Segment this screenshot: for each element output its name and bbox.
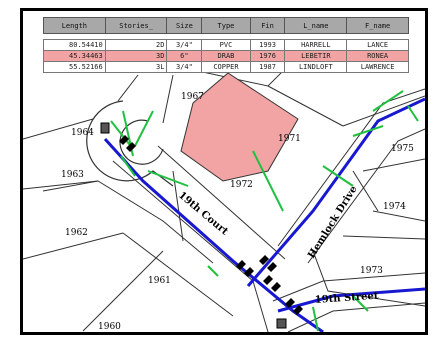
column-header-f-name[interactable]: F_name	[346, 17, 409, 34]
column-header-type[interactable]: Type	[201, 17, 251, 34]
street-edges	[112, 88, 425, 332]
parcel-1974-label: 1974	[383, 202, 406, 212]
parcel-1963-label: 1963	[61, 170, 84, 180]
parcel-1961-label: 1961	[148, 276, 171, 286]
street-label-hemlock-drive: Hemlock Drive	[306, 184, 359, 260]
map-window: 1967 1964 1963 1962 1961 1960 1971 1972 …	[20, 8, 428, 335]
parcel-1967-label: 1967	[181, 92, 204, 102]
column-header-fin[interactable]: Fin	[249, 17, 286, 34]
parcel-1971-label: 1971	[278, 134, 301, 144]
table-row[interactable]: 55.52166 3L 3/4" COPPER 1987 LINDLOFT LA…	[43, 61, 409, 73]
table-header-row: Length Stories_ Size Type Fin L_name F_n…	[43, 17, 409, 34]
parcel-1960-label: 1960	[98, 322, 121, 332]
parcel-boundaries	[23, 50, 425, 332]
parcel-1964-label: 1964	[71, 128, 94, 138]
valve-icons[interactable]	[119, 135, 303, 315]
column-header-l-name[interactable]: L_name	[284, 17, 348, 34]
street-label-19th-court: 19th Court	[176, 190, 230, 238]
table-spacer	[43, 33, 409, 40]
hydrant-icons[interactable]	[100, 122, 287, 329]
parcel-1972-selected[interactable]	[180, 72, 299, 182]
parcel-labels: 1967 1964 1963 1962 1961 1960 1971 1972 …	[61, 92, 414, 332]
street-label-19th-street: 19th Street	[314, 291, 379, 306]
parcel-1975-label: 1975	[391, 144, 414, 154]
water-mains	[103, 97, 425, 332]
parcel-map[interactable]: 1967 1964 1963 1962 1961 1960 1971 1972 …	[23, 11, 425, 332]
cul-de-sac	[86, 100, 174, 187]
column-header-size[interactable]: Size	[166, 17, 203, 34]
table-row-selected[interactable]: 45.34463 3D 6" DRAB 1976 LEBETIR RONEA	[43, 50, 409, 62]
attribute-table[interactable]: Length Stories_ Size Type Fin L_name F_n…	[43, 17, 409, 73]
column-header-stories[interactable]: Stories_	[104, 17, 168, 34]
column-header-length[interactable]: Length	[43, 17, 106, 34]
table-row[interactable]: 80.54410 2D 3/4" PVC 1993 HARRELL LANCE	[43, 39, 409, 51]
parcel-1962-label: 1962	[65, 228, 88, 238]
parcel-1972-label: 1972	[230, 180, 253, 190]
parcel-1973-label: 1973	[360, 266, 383, 276]
